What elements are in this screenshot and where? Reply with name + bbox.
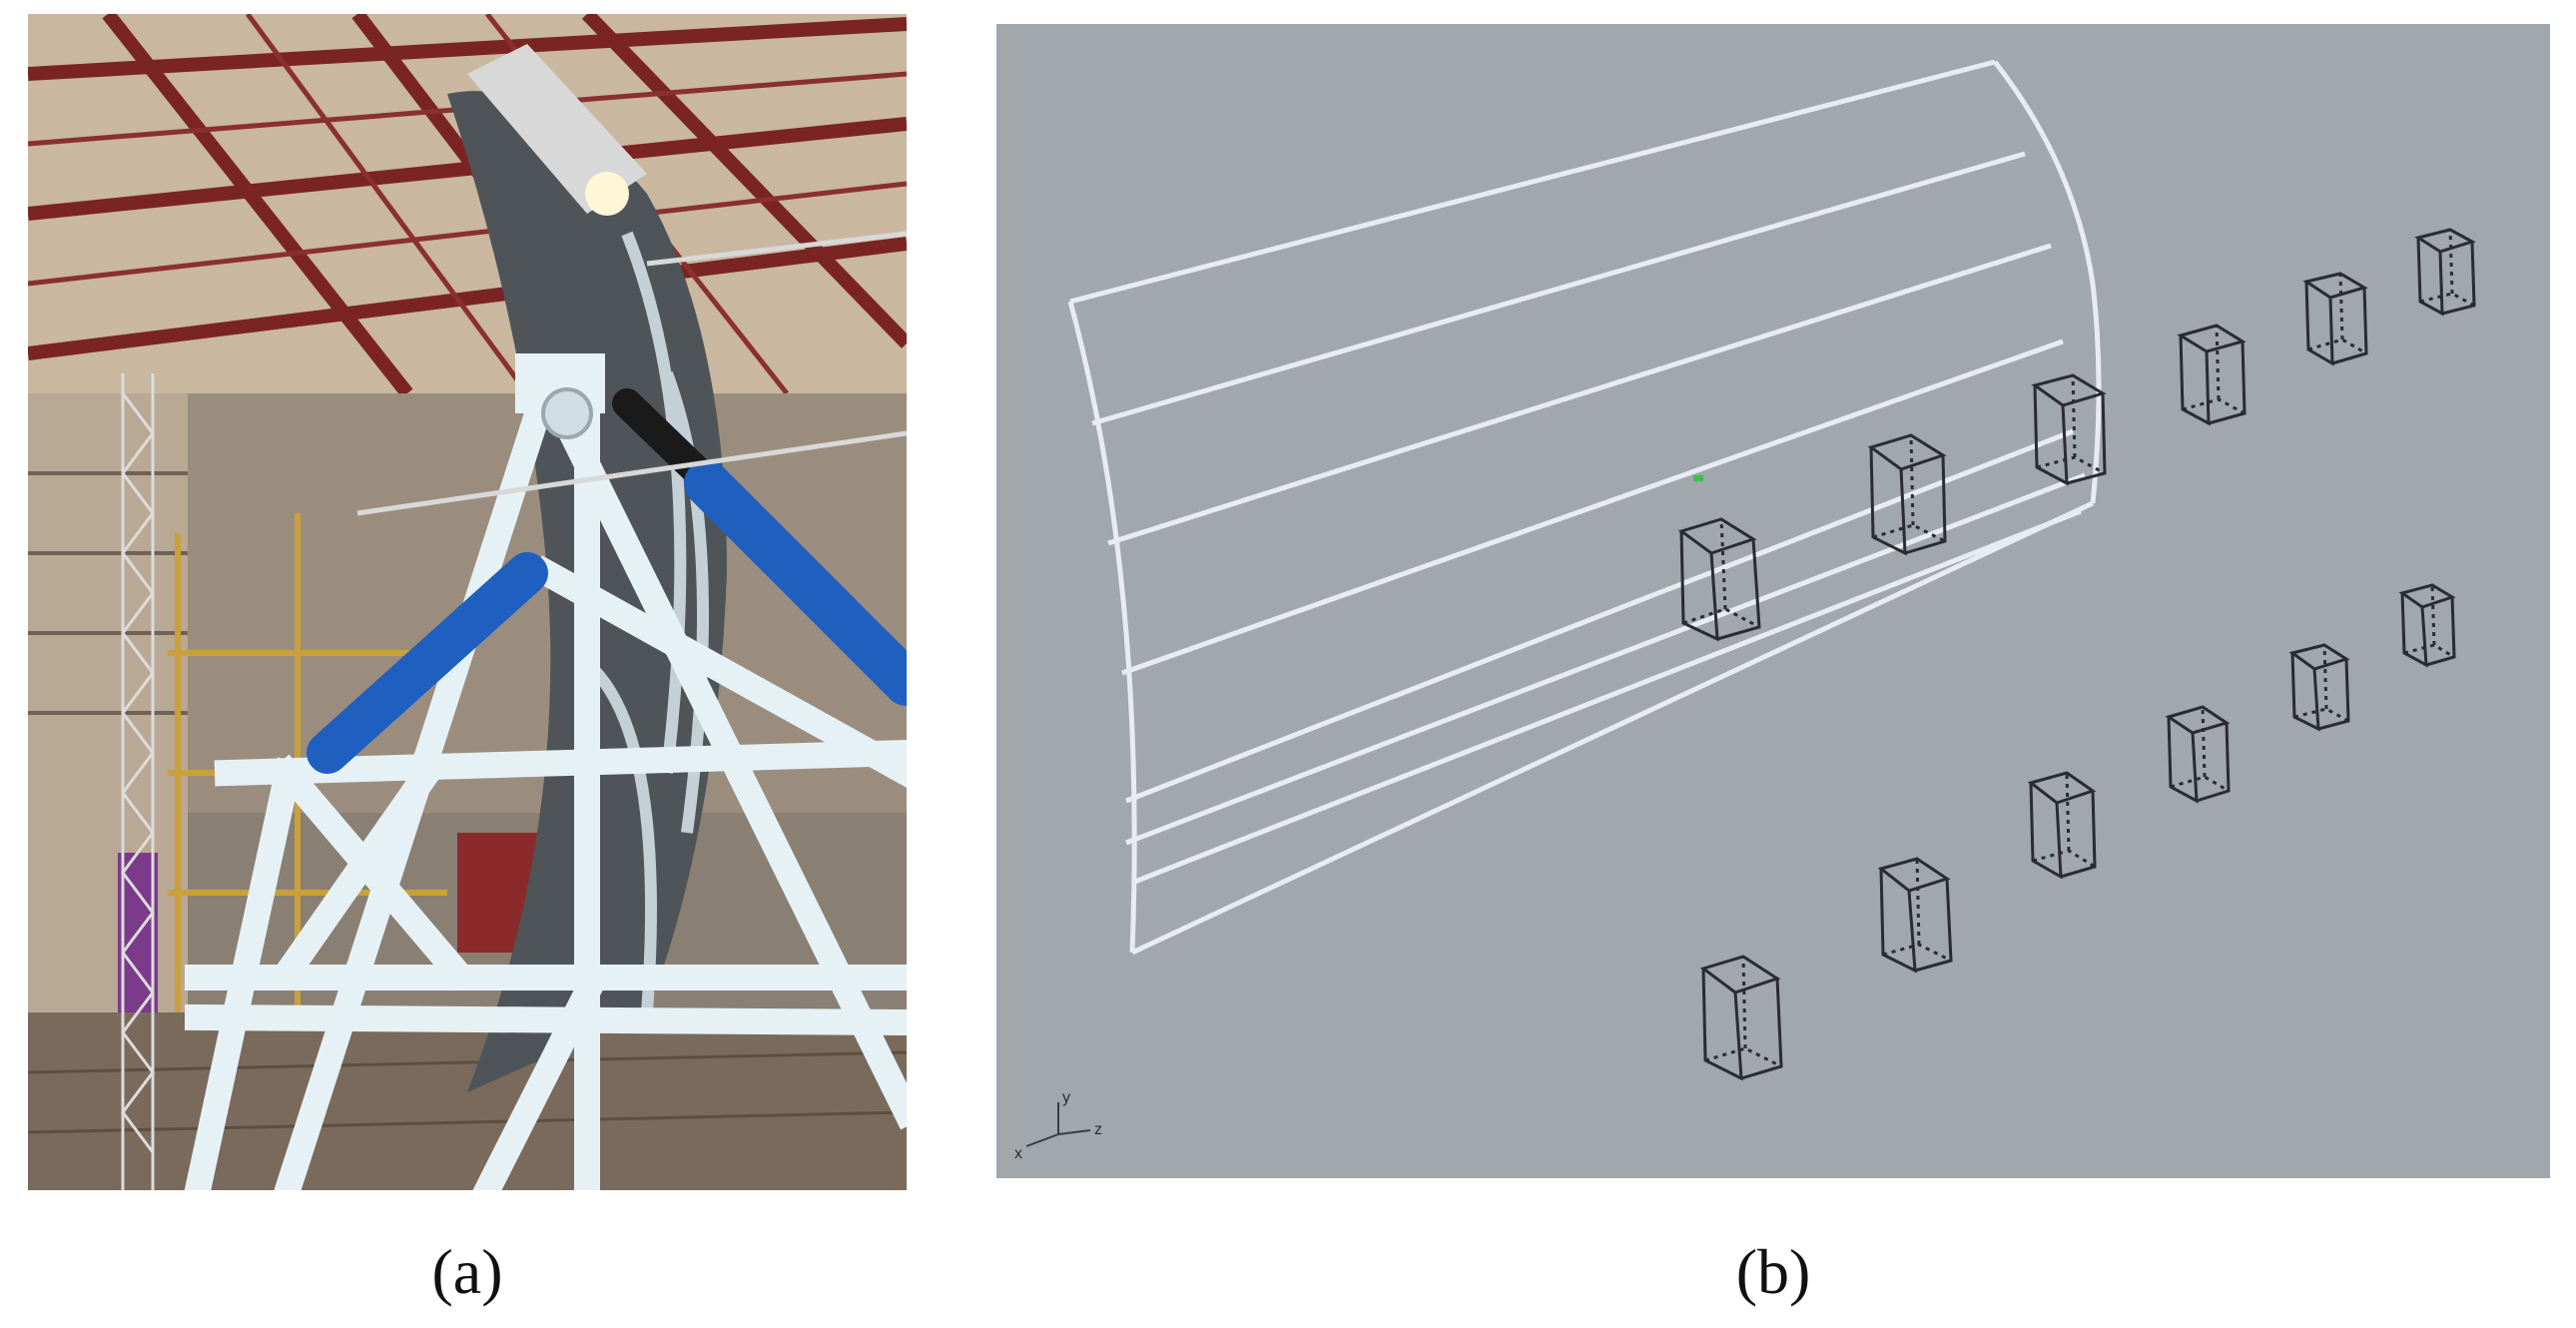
box-6 xyxy=(2414,228,2476,317)
box-11 xyxy=(2288,643,2350,732)
marker-dot xyxy=(1693,475,1703,481)
axis-label-z: z xyxy=(1094,1121,1102,1138)
caption-panel-b: (b) xyxy=(1735,1236,1811,1307)
box-10 xyxy=(2165,705,2231,804)
box-2 xyxy=(1867,433,1947,556)
box-1 xyxy=(1677,517,1761,642)
photo-illustration xyxy=(28,14,907,1190)
axis-label-x: x xyxy=(1014,1145,1022,1162)
wireframe-model: y z x xyxy=(1014,59,2476,1162)
trough-wireframe xyxy=(1067,59,2102,956)
box-3 xyxy=(2031,373,2107,486)
box-9 xyxy=(2027,771,2097,880)
box-5 xyxy=(2302,272,2368,366)
caption-panel-a: (a) xyxy=(431,1236,503,1307)
box-12 xyxy=(2398,583,2456,668)
box-7 xyxy=(1699,955,1783,1081)
photo-trough-prototype xyxy=(28,14,907,1190)
box-4 xyxy=(2177,324,2247,426)
box-8 xyxy=(1877,857,1953,974)
axis-label-y: y xyxy=(1062,1089,1070,1106)
axis-triad xyxy=(1025,1102,1091,1147)
cad-viewport: y z x xyxy=(996,24,2550,1178)
target-boxes xyxy=(1677,228,2476,1081)
